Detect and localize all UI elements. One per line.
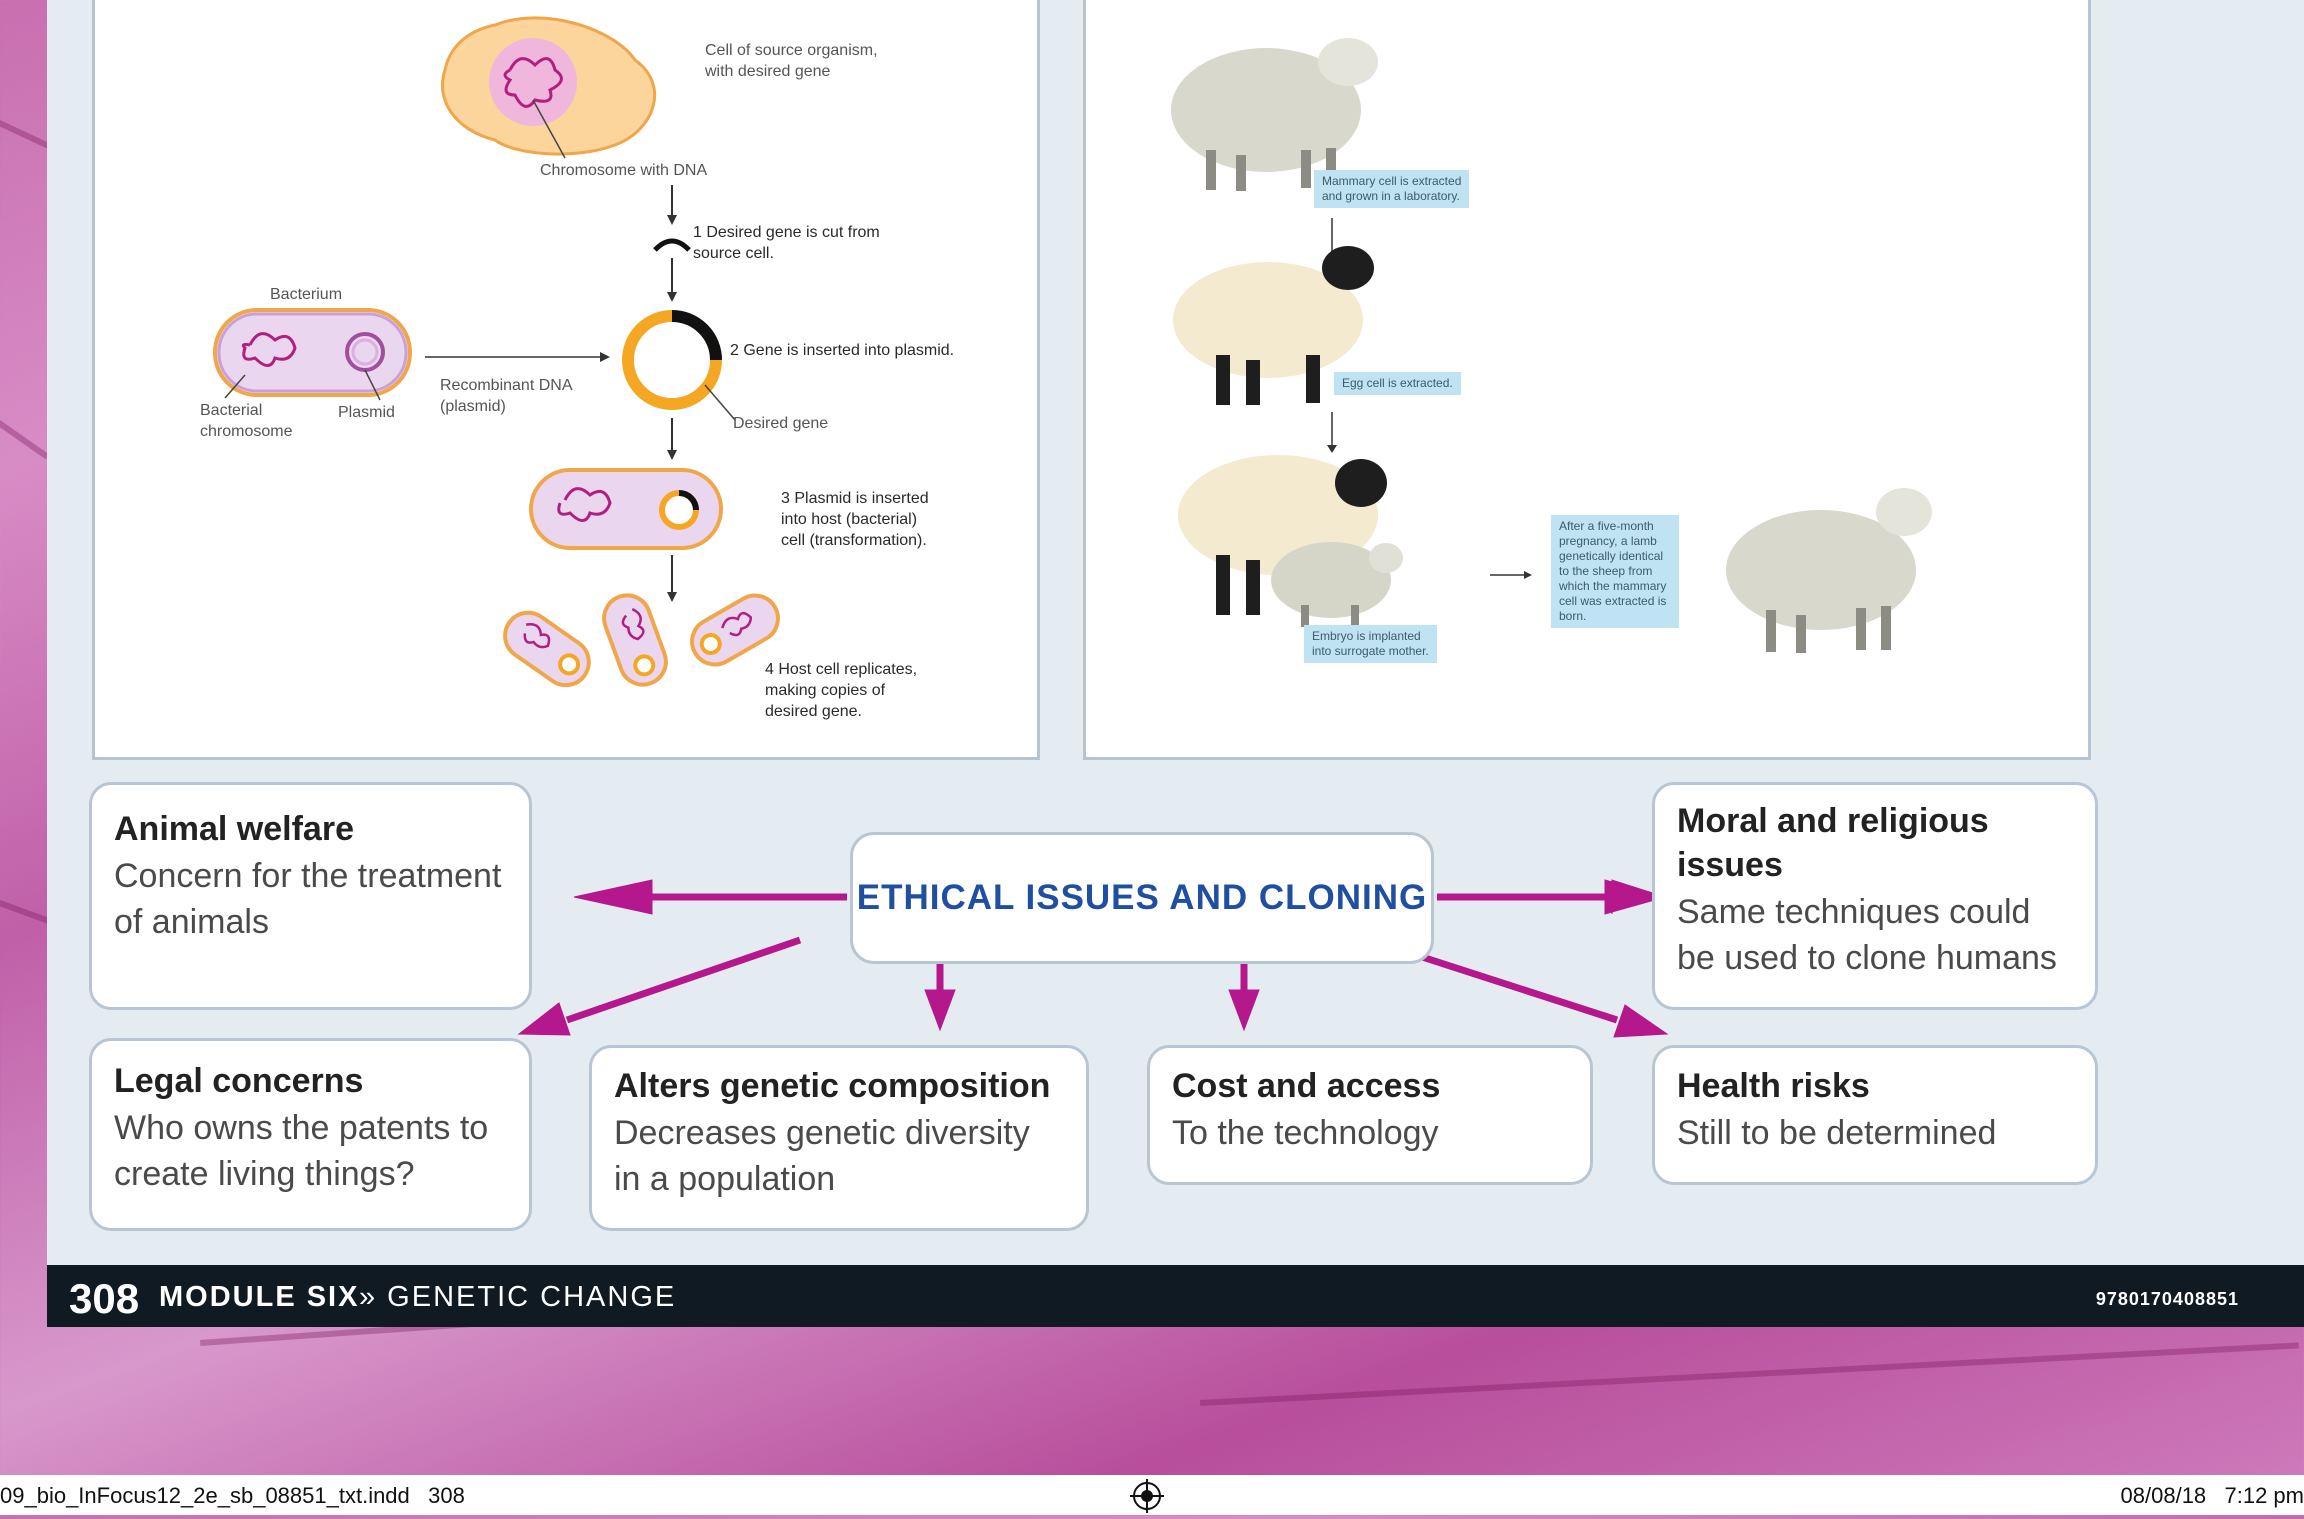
caption-embryo: Embryo is implanted into surrogate mothe… xyxy=(1304,625,1437,663)
cost-access-box: Cost and access To the technology xyxy=(1147,1045,1593,1185)
step3-label: 3 Plasmid is inserted into host (bacteri… xyxy=(781,490,929,549)
sheep-illustration xyxy=(1171,38,1932,653)
lamb-icon xyxy=(1271,542,1403,627)
animal-welfare-title: Animal welfare xyxy=(114,810,354,848)
genetic-composition-box: Alters genetic composition Decreases gen… xyxy=(589,1045,1089,1231)
step1-label: 1 Desired gene is cut from source cell. xyxy=(693,224,880,262)
health-risks-text: Still to be determined xyxy=(1677,1114,1997,1152)
genetic-composition-title: Alters genetic composition xyxy=(614,1067,1051,1105)
chapter-label: » GENETIC CHANGE xyxy=(359,1281,677,1313)
desired-gene-label: Desired gene xyxy=(733,415,829,432)
donor-sheep-icon xyxy=(1171,38,1378,191)
cost-access-text: To the technology xyxy=(1172,1114,1439,1152)
step4-label: 4 Host cell replicates, making copies of… xyxy=(765,661,918,720)
source-cell-label: Cell of source organism, with desired ge… xyxy=(705,42,878,80)
bacterium-label: Bacterium xyxy=(270,286,343,303)
sheep-cloning-diagram: Mammary cell is extracted and grown in a… xyxy=(1083,0,2091,760)
health-risks-box: Health risks Still to be determined xyxy=(1652,1045,2098,1185)
print-slug: 09_bio_InFocus12_2e_sb_08851_txt.indd 30… xyxy=(0,1475,2304,1515)
slug-filename: 09_bio_InFocus12_2e_sb_08851_txt.indd 30… xyxy=(0,1483,465,1508)
slug-timestamp: 08/08/18 7:12 pm xyxy=(2120,1483,2304,1508)
ethical-issues-title: ETHICAL ISSUES AND CLONING xyxy=(850,832,1434,964)
isbn-label: 9780170408851 xyxy=(2095,1289,2239,1309)
recombinant-dna-diagram: Cell of source organism, with desired ge… xyxy=(92,0,1040,760)
step2-label: 2 Gene is inserted into plasmid. xyxy=(730,342,955,359)
animal-welfare-text: Concern for the treatment of animals xyxy=(114,857,502,941)
legal-concerns-box: Legal concerns Who owns the patents to c… xyxy=(89,1038,532,1231)
bacterial-chromosome-label: Bacterial chromosome xyxy=(200,402,293,440)
background-texture xyxy=(1200,1342,2299,1406)
concept-map-arrows xyxy=(517,879,1669,1038)
module-label: MODULE SIX xyxy=(159,1281,360,1313)
caption-egg-cell: Egg cell is extracted. xyxy=(1334,372,1461,395)
health-risks-title: Health risks xyxy=(1677,1067,1870,1105)
cloned-sheep-icon xyxy=(1726,488,1932,653)
registration-mark-icon xyxy=(1130,1479,1164,1519)
moral-religious-title: Moral and religious issues xyxy=(1677,802,1989,884)
recombinant-dna-label: Recombinant DNA (plasmid) xyxy=(440,377,573,415)
cost-access-title: Cost and access xyxy=(1172,1067,1441,1105)
legal-concerns-text: Who owns the patents to create living th… xyxy=(114,1109,489,1193)
chromosome-label: Chromosome with DNA xyxy=(540,162,708,179)
background-texture xyxy=(0,420,50,460)
textbook-page: Cell of source organism, with desired ge… xyxy=(47,0,2304,1265)
genetic-composition-text: Decreases genetic diversity in a populat… xyxy=(614,1114,1030,1198)
moral-religious-text: Same techniques could be used to clone h… xyxy=(1677,893,2057,977)
caption-mammary-cell: Mammary cell is extracted and grown in a… xyxy=(1314,170,1470,208)
page-footer: 308 MODULE SIX » GENETIC CHANGE 97801704… xyxy=(47,1265,2304,1327)
legal-concerns-title: Legal concerns xyxy=(114,1062,364,1100)
animal-welfare-box: Animal welfare Concern for the treatment… xyxy=(89,782,532,1010)
page-number: 308 xyxy=(69,1275,140,1322)
caption-lamb-born: After a five-month pregnancy, a lamb gen… xyxy=(1551,515,1679,628)
egg-donor-sheep-icon xyxy=(1173,246,1374,405)
recombinant-dna-illustration xyxy=(213,16,780,688)
plasmid-label: Plasmid xyxy=(338,404,395,421)
moral-religious-box: Moral and religious issues Same techniqu… xyxy=(1652,782,2098,1010)
